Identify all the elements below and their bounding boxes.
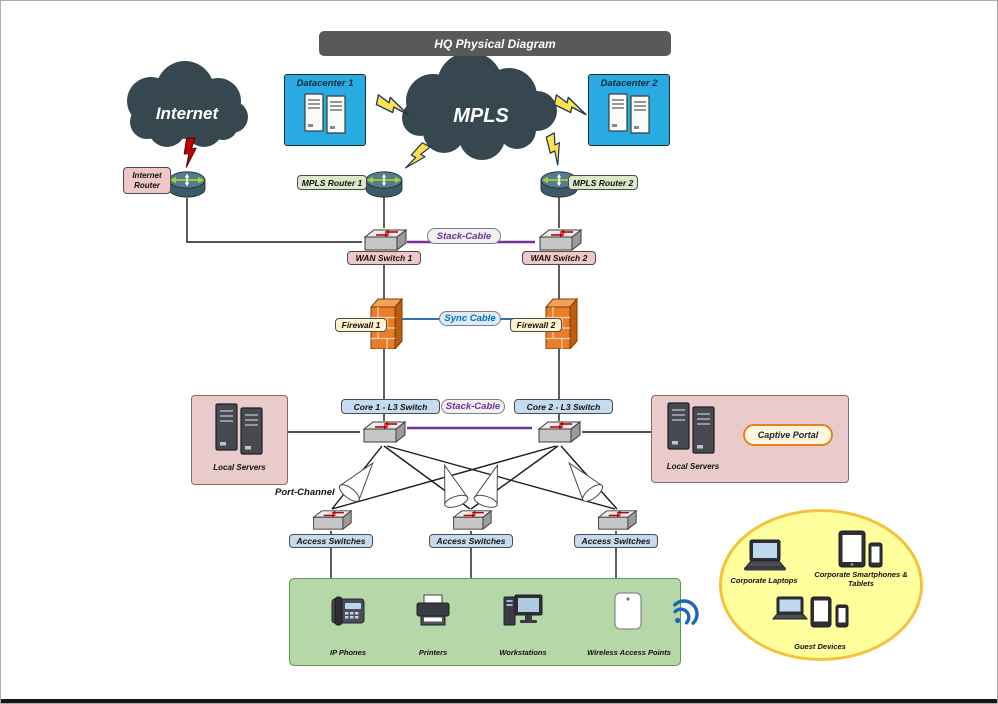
port-channel-cone <box>568 461 604 502</box>
slide-bottom-border <box>1 699 997 703</box>
datacenter-1-box: Datacenter 1 <box>284 74 366 146</box>
link-core2-as1 <box>331 445 557 510</box>
port-channel-label: Port-Channel <box>275 487 335 498</box>
core-1-icon <box>359 419 407 445</box>
local-servers-right-label: Local Servers <box>666 462 720 471</box>
port-channel-cone <box>444 463 469 508</box>
wan-switch-1-label: WAN Switch 1 <box>347 251 421 265</box>
captive-portal-badge: Captive Portal <box>743 424 833 446</box>
firewall-1-label: Firewall 1 <box>335 318 387 332</box>
mpls-cloud-label: MPLS <box>453 105 509 127</box>
access-switch-2-icon <box>449 508 493 532</box>
link-core1-as3 <box>386 445 616 510</box>
sync-cable-label: Sync Cable <box>439 311 501 326</box>
corporate-smartphones-tablets-label: Corporate Smartphones & Tablets <box>814 570 908 588</box>
access-switches-3-label: Access Switches <box>574 534 658 548</box>
printers-label: Printers <box>418 648 448 657</box>
firewall-2-label: Firewall 2 <box>510 318 562 332</box>
local-servers-left-label: Local Servers <box>213 463 266 472</box>
corporate-laptops-label: Corporate Laptops <box>730 576 798 585</box>
stack-cable-wan-label: Stack-Cable <box>427 228 501 244</box>
bolt-internet-router <box>183 137 197 168</box>
port-channel-cone <box>473 463 498 508</box>
workstations-label: Workstations <box>499 648 547 657</box>
wan-switch-2-label: WAN Switch 2 <box>522 251 596 265</box>
internet-router-label: Internet Router <box>123 167 171 194</box>
link-internet-router-wan1 <box>186 198 362 243</box>
ip-phone-icon <box>331 594 365 628</box>
bolt-mpls-dc2 <box>553 94 587 116</box>
mpls-router-2-label: MPLS Router 2 <box>568 175 638 190</box>
bolt-mpls-router1 <box>404 142 431 169</box>
wireless-access-points-label: Wireless Access Points <box>587 648 671 657</box>
core-2-label: Core 2 - L3 Switch <box>514 399 613 414</box>
guest-devices-icon <box>771 595 861 631</box>
core-2-icon <box>534 419 582 445</box>
corporate-smartphone-tablet-icon <box>837 529 885 571</box>
datacenter-2-box: Datacenter 2 <box>588 74 670 146</box>
server-stack-icon <box>213 401 265 455</box>
workstation-icon <box>503 593 543 629</box>
port-channel-cone <box>338 461 374 502</box>
wan-switch-2-icon <box>535 227 583 253</box>
server-stack-icon <box>665 400 717 454</box>
mpls-cloud <box>402 52 557 160</box>
bolt-dc1-mpls <box>375 94 409 116</box>
server-stack-icon <box>607 91 651 135</box>
access-switch-1-icon <box>309 508 353 532</box>
datacenter-1-label: Datacenter 1 <box>296 78 354 89</box>
datacenter-2-label: Datacenter 2 <box>600 78 658 89</box>
wan-bolts <box>183 94 587 169</box>
bolt-mpls-router2 <box>545 132 561 166</box>
corporate-laptop-icon <box>741 539 789 573</box>
guest-devices-label: Guest Devices <box>794 642 846 651</box>
port-channel-cones <box>338 461 604 508</box>
wan-switch-1-icon <box>360 227 408 253</box>
wifi-icon <box>667 597 701 631</box>
server-stack-icon <box>303 91 347 135</box>
local-servers-left-box <box>191 395 288 485</box>
access-switches-1-label: Access Switches <box>289 534 373 548</box>
internet-cloud-label: Internet <box>155 104 219 123</box>
wireless-access-point-icon <box>613 592 643 630</box>
printer-icon <box>415 594 451 628</box>
access-switches-2-label: Access Switches <box>429 534 513 548</box>
mpls-router-1-icon <box>364 168 404 199</box>
mpls-router-1-label: MPLS Router 1 <box>297 175 367 190</box>
core-1-label: Core 1 - L3 Switch <box>341 399 440 414</box>
ip-phones-label: IP Phones <box>330 648 366 657</box>
stack-cable-core-label: Stack-Cable <box>441 399 505 414</box>
diagram-title: HQ Physical Diagram <box>319 31 671 56</box>
access-switch-3-icon <box>594 508 638 532</box>
internet-router-icon <box>167 168 207 199</box>
wireless-clients-zone <box>719 509 923 661</box>
